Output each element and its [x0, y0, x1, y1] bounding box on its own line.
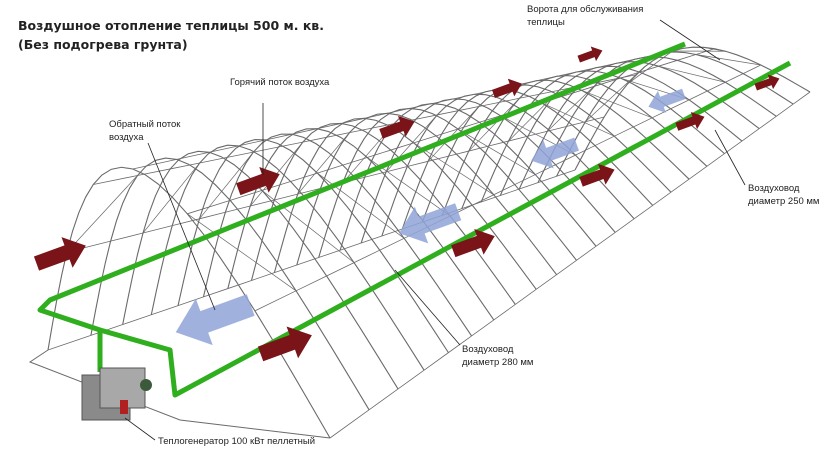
- leader-line: [394, 269, 461, 346]
- frame-brace: [581, 89, 653, 119]
- label-line: диаметр 250 мм: [748, 196, 820, 207]
- frame-brace: [547, 82, 599, 132]
- greenhouse-arch: [360, 98, 616, 244]
- frame-brace: [585, 74, 637, 122]
- frame-brace: [199, 151, 254, 220]
- frame-brace: [413, 142, 494, 196]
- title-line-1: Воздушное отопление теплицы 500 м. кв.: [18, 18, 324, 33]
- gate-frame: [627, 46, 726, 85]
- label-duct-280: Воздуховод диаметр 280 мм: [462, 343, 533, 369]
- title-line-2: (Без подогрева грунта): [18, 37, 188, 52]
- label-generator: Теплогенератор 100 кВт пеллетный: [158, 436, 316, 447]
- label-line: теплицы: [527, 17, 565, 28]
- frame-brace: [142, 162, 200, 234]
- diagram-title: Воздушное отопление теплицы 500 м. кв. (…: [18, 16, 324, 54]
- label-line: Воздуховод: [462, 344, 514, 355]
- hot-air-arrow: [451, 229, 495, 258]
- hot-air-arrow: [577, 46, 603, 63]
- greenhouse-purlin: [329, 91, 811, 439]
- hot-air-arrow: [754, 74, 780, 91]
- leader-line: [659, 19, 721, 61]
- frame-brace: [468, 98, 520, 152]
- greenhouse-purlin: [132, 50, 673, 170]
- greenhouse-purlin: [66, 116, 605, 253]
- duct-250: [37, 41, 686, 372]
- label-line: воздуха: [109, 132, 144, 143]
- frame-brace: [541, 102, 615, 137]
- hot-air-arrow: [491, 78, 522, 98]
- hot-air-arrow: [236, 167, 280, 196]
- label-return-flow: Обратный поток воздуха: [109, 118, 180, 144]
- label-gate: Ворота для обслуживания теплицы: [527, 3, 643, 29]
- return-air-arrow: [531, 137, 579, 169]
- frame-brace: [66, 175, 138, 253]
- label-line: диаметр 280 мм: [462, 357, 534, 368]
- return-air-arrow: [398, 203, 462, 244]
- label-line: Ворота для обслуживания: [527, 4, 644, 15]
- greenhouse-purlin: [47, 169, 576, 351]
- greenhouse-arch: [556, 51, 794, 177]
- heat-generator-burner: [120, 400, 128, 414]
- hot-air-arrow: [257, 326, 312, 362]
- frame-brace: [695, 54, 761, 66]
- frame-brace: [261, 190, 355, 263]
- return-air-arrow: [175, 294, 255, 346]
- frame-brace: [457, 128, 536, 175]
- greenhouse-purlin: [254, 64, 762, 312]
- label-duct-250: Воздуховод диаметр 250 мм: [748, 182, 819, 208]
- frame-brace: [187, 213, 297, 292]
- leader-line: [124, 417, 156, 441]
- greenhouse-purlin: [187, 48, 715, 215]
- return-air-arrow: [648, 88, 686, 113]
- hot-air-arrow: [379, 115, 415, 139]
- duct-280: [99, 60, 792, 398]
- leader-line: [147, 142, 216, 311]
- frame-brace: [658, 65, 726, 83]
- frame-brace: [297, 132, 350, 195]
- hot-air-arrow: [675, 112, 705, 131]
- label-line: Обратный поток: [109, 119, 181, 130]
- leader-line: [714, 129, 746, 186]
- frame-brace: [427, 106, 480, 162]
- label-hot-flow: Горячий поток воздуха: [230, 77, 330, 88]
- hot-air-arrow: [33, 237, 86, 271]
- label-line: Воздуховод: [748, 183, 800, 194]
- heat-generator-fan: [140, 379, 152, 391]
- hot-air-arrow: [579, 163, 615, 187]
